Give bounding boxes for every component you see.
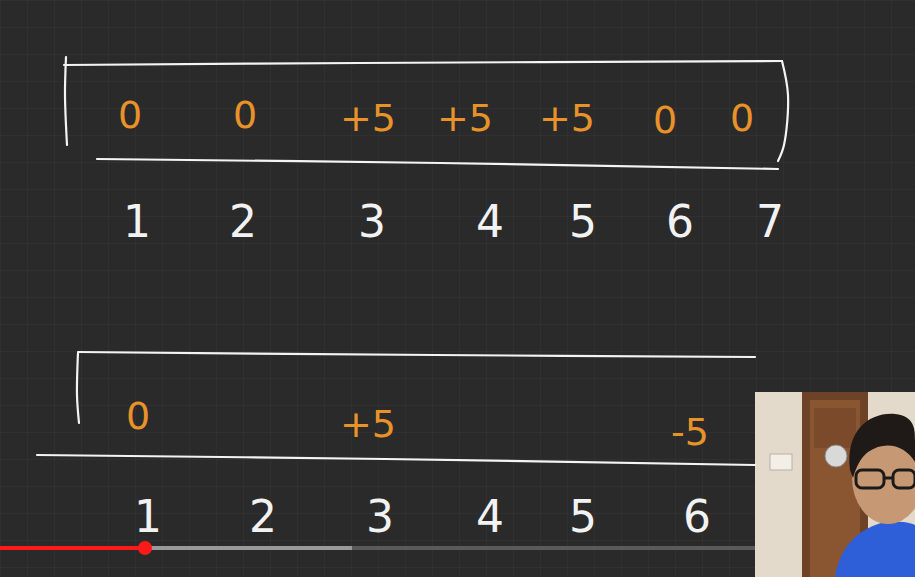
hand-drawn-stroke — [97, 159, 778, 169]
array-value: +5 — [340, 99, 396, 137]
index-number: 4 — [476, 495, 504, 539]
index-number: 2 — [249, 495, 277, 539]
index-number: 3 — [366, 495, 394, 539]
light-switch — [770, 454, 792, 470]
array-value: +5 — [340, 405, 396, 443]
hand-drawn-stroke — [37, 455, 755, 465]
glasses-right — [893, 470, 915, 488]
glasses-left — [856, 470, 884, 488]
progress-handle — [138, 541, 152, 555]
hand-drawn-stroke — [65, 57, 67, 145]
hand-drawn-stroke — [778, 61, 788, 161]
door-fixture — [825, 445, 847, 467]
door-inset — [814, 408, 856, 448]
array-value: 0 — [233, 96, 257, 134]
array-value: 0 — [118, 96, 142, 134]
index-number: 1 — [134, 495, 162, 539]
index-number: 6 — [666, 200, 694, 244]
progress-played — [0, 546, 145, 550]
array-value: 0 — [653, 101, 677, 139]
array-value: +5 — [539, 99, 595, 137]
index-number: 6 — [683, 495, 711, 539]
hand-drawn-stroke — [77, 353, 79, 423]
array-box: 0 0 +5 +5 +5 0 0 — [60, 55, 790, 175]
array-value: 0 — [730, 99, 754, 137]
index-number: 1 — [123, 200, 151, 244]
box-outline — [60, 55, 790, 175]
array-box: 0 +5 -5 — [35, 345, 755, 470]
hand-drawn-stroke — [64, 61, 782, 65]
progress-buffer — [0, 546, 352, 550]
hand-drawn-stroke — [78, 352, 755, 357]
index-number: 5 — [569, 200, 597, 244]
index-number: 2 — [229, 200, 257, 244]
glasses-bridge — [884, 477, 893, 480]
shirt — [835, 522, 915, 577]
index-number: 4 — [476, 200, 504, 244]
index-number: 5 — [569, 495, 597, 539]
index-number: 7 — [756, 200, 784, 244]
array-value: +5 — [437, 99, 493, 137]
array-value: 0 — [126, 397, 150, 435]
webcam-overlay — [755, 392, 915, 577]
array-value: -5 — [671, 413, 709, 451]
index-number: 3 — [358, 200, 386, 244]
hair — [849, 414, 915, 478]
